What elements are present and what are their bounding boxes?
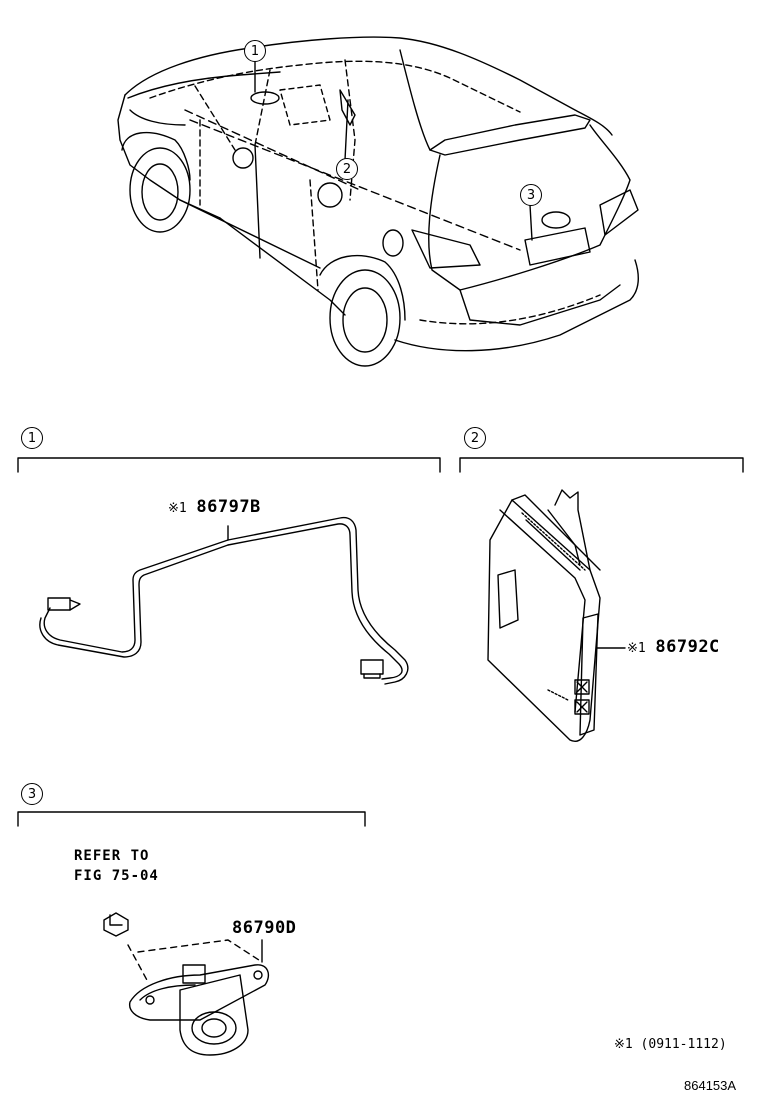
callout-1: 1 xyxy=(244,40,266,62)
section-2-number: 2 xyxy=(464,427,486,449)
callout-3: 3 xyxy=(520,184,542,206)
part-2-label: ※1 86792C xyxy=(627,637,720,657)
part-3-number: 86790D xyxy=(232,918,297,938)
part-1-label: ※1 86797B xyxy=(168,497,261,517)
figure-id: 864153A xyxy=(684,1078,737,1093)
part-1-note-mark: ※1 xyxy=(168,501,187,516)
footnote: ※1 (0911-1112) xyxy=(614,1037,727,1052)
callout-2: 2 xyxy=(336,158,358,180)
section-1-number: 1 xyxy=(21,427,43,449)
section-3-number: 3 xyxy=(21,783,43,805)
vehicle-illustration xyxy=(117,36,639,367)
refer-to-note: REFER TO FIG 75-04 xyxy=(74,846,159,886)
wire-harness-86797B xyxy=(39,516,409,685)
refer-line-2: FIG 75-04 xyxy=(74,868,159,884)
part-2-number: 86792C xyxy=(655,637,720,657)
part-1-number: 86797B xyxy=(196,497,261,517)
refer-line-1: REFER TO xyxy=(74,848,150,864)
section-brackets xyxy=(17,457,744,827)
part-2-note-mark: ※1 xyxy=(627,641,646,656)
module-86792C xyxy=(487,489,626,742)
camera-86790D xyxy=(103,912,270,1056)
